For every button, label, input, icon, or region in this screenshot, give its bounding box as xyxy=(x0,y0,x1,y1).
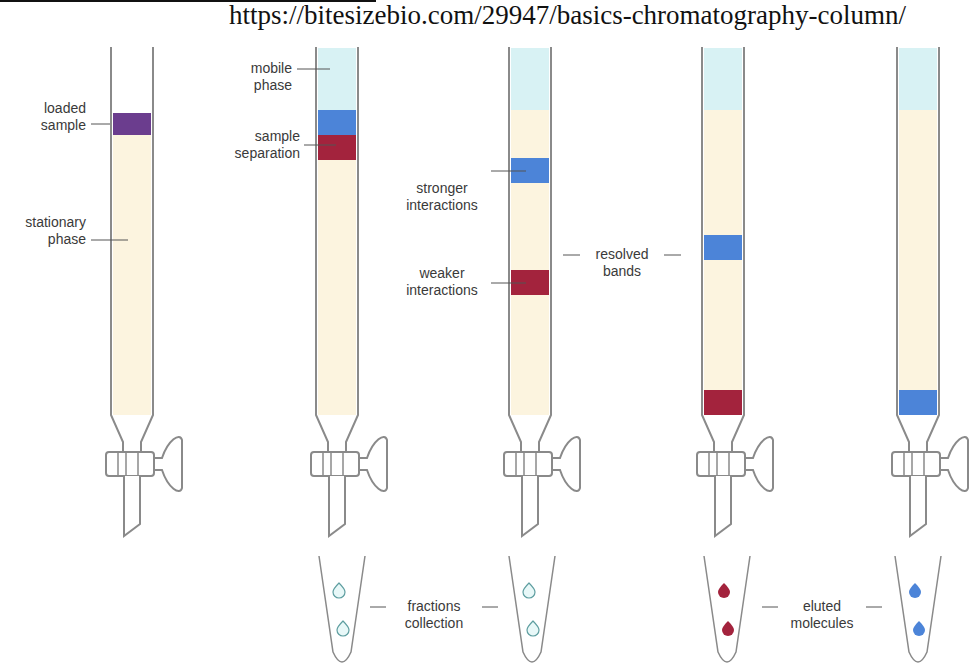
column xyxy=(504,47,580,536)
column xyxy=(892,47,968,536)
column xyxy=(311,47,387,536)
dash xyxy=(762,607,778,608)
collection-tube xyxy=(895,556,941,662)
stationary-phase xyxy=(704,110,742,415)
dash xyxy=(866,607,882,608)
part-label: stationary phase xyxy=(6,214,86,248)
droplet xyxy=(523,583,535,598)
dash xyxy=(563,255,580,256)
mobile-phase xyxy=(704,48,742,110)
loaded-sample-band xyxy=(113,113,151,135)
part-label: weaker interactions xyxy=(395,265,489,299)
red-band xyxy=(318,135,356,160)
leader-line xyxy=(91,124,110,125)
blue-band xyxy=(704,235,742,260)
mobile-phase xyxy=(318,48,356,110)
droplet xyxy=(909,583,921,598)
part-label: resolved bands xyxy=(584,246,660,280)
droplet xyxy=(527,621,539,636)
red-band xyxy=(704,390,742,415)
leader-line xyxy=(91,240,128,241)
column xyxy=(697,47,773,536)
droplet xyxy=(722,621,734,636)
column xyxy=(106,47,182,536)
part-label: stronger interactions xyxy=(395,180,489,214)
stationary-phase xyxy=(899,110,937,415)
leader-line xyxy=(491,283,526,284)
collection-tube xyxy=(704,556,750,662)
part-label: fractions collection xyxy=(388,598,480,632)
droplet xyxy=(333,583,345,598)
droplet xyxy=(337,621,349,636)
source-url: https://bitesizebio.com/29947/basics-chr… xyxy=(160,0,975,30)
blue-band xyxy=(318,110,356,135)
leader-line xyxy=(304,145,336,146)
collection-tube xyxy=(319,556,365,662)
stationary-phase xyxy=(318,110,356,415)
leader-line xyxy=(491,171,526,172)
dash xyxy=(370,607,386,608)
mobile-phase xyxy=(511,48,549,110)
stationary-phase xyxy=(511,110,549,415)
collection-tube xyxy=(509,556,555,662)
stationary-phase xyxy=(113,135,151,415)
leader-line xyxy=(297,69,330,70)
droplet xyxy=(718,583,730,598)
part-label: eluted molecules xyxy=(780,598,864,632)
blue-band xyxy=(899,390,937,415)
dash xyxy=(482,607,498,608)
part-label: loaded sample xyxy=(14,100,86,134)
leader-lines xyxy=(91,69,882,607)
mobile-phase xyxy=(899,48,937,110)
part-label: sample separation xyxy=(216,128,300,162)
part-label: mobile phase xyxy=(226,60,292,94)
dash xyxy=(664,255,681,256)
droplet xyxy=(913,621,925,636)
